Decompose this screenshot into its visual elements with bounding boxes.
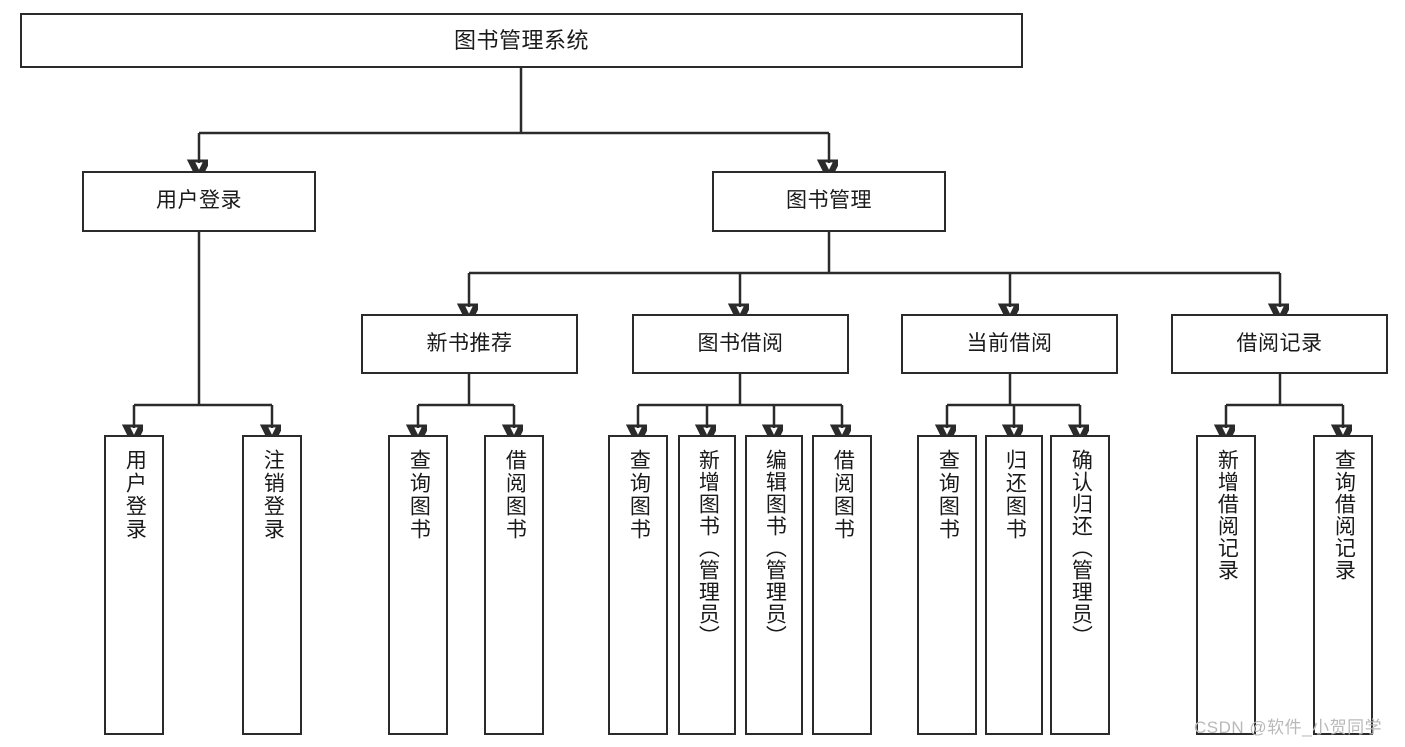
node-label: 借阅记录 xyxy=(1236,331,1323,355)
node-label: 新增图书（管理员） xyxy=(696,449,720,647)
node-label: 图书借阅 xyxy=(697,331,784,355)
node-label: 查询图书 xyxy=(936,449,960,541)
leaf-current-borrow-return[interactable]: 归还图书 xyxy=(985,435,1043,735)
node-user-login[interactable]: 用户登录 xyxy=(82,171,316,232)
node-book-borrow[interactable]: 图书借阅 xyxy=(632,314,849,374)
csdn-watermark: CSDN @软件_小贺同学 xyxy=(1194,718,1383,737)
leaf-current-borrow-query[interactable]: 查询图书 xyxy=(917,435,977,735)
leaf-new-book-borrow[interactable]: 借阅图书 xyxy=(484,435,544,735)
node-label: 新书推荐 xyxy=(426,331,513,355)
node-root-book-management-system[interactable]: 图书管理系统 xyxy=(20,13,1023,68)
node-label: 图书管理 xyxy=(786,189,872,213)
node-label: 查询图书 xyxy=(627,449,651,541)
node-label: 编辑图书（管理员） xyxy=(763,449,787,647)
node-label: 借阅图书 xyxy=(503,449,527,541)
node-current-borrow[interactable]: 当前借阅 xyxy=(901,314,1118,374)
node-label: 借阅图书 xyxy=(831,449,855,541)
node-label: 当前借阅 xyxy=(966,331,1053,355)
leaf-borrow-record-query[interactable]: 查询借阅记录 xyxy=(1313,435,1373,735)
leaf-user-login-login[interactable]: 用户登录 xyxy=(104,435,164,735)
leaf-book-borrow-edit[interactable]: 编辑图书（管理员） xyxy=(745,435,803,735)
node-label: 用户登录 xyxy=(123,449,147,541)
node-book-management[interactable]: 图书管理 xyxy=(712,171,946,232)
node-borrow-record[interactable]: 借阅记录 xyxy=(1171,314,1388,374)
node-label: 注销登录 xyxy=(261,449,285,541)
node-label: 查询图书 xyxy=(407,449,431,541)
node-label: 归还图书 xyxy=(1003,449,1027,541)
leaf-book-borrow-borrow[interactable]: 借阅图书 xyxy=(812,435,872,735)
leaf-new-book-query[interactable]: 查询图书 xyxy=(388,435,448,735)
node-new-book-recommend[interactable]: 新书推荐 xyxy=(361,314,578,374)
leaf-book-borrow-query[interactable]: 查询图书 xyxy=(608,435,668,735)
node-label: 图书管理系统 xyxy=(453,27,589,53)
leaf-borrow-record-add[interactable]: 新增借阅记录 xyxy=(1196,435,1256,735)
node-label: 确认归还（管理员） xyxy=(1069,449,1093,647)
leaf-book-borrow-add[interactable]: 新增图书（管理员） xyxy=(678,435,736,735)
node-label: 用户登录 xyxy=(156,189,242,213)
node-label: 新增借阅记录 xyxy=(1215,449,1239,581)
node-label: 查询借阅记录 xyxy=(1332,449,1356,581)
leaf-user-login-logout[interactable]: 注销登录 xyxy=(242,435,302,735)
leaf-current-borrow-confirm-return[interactable]: 确认归还（管理员） xyxy=(1050,435,1110,735)
